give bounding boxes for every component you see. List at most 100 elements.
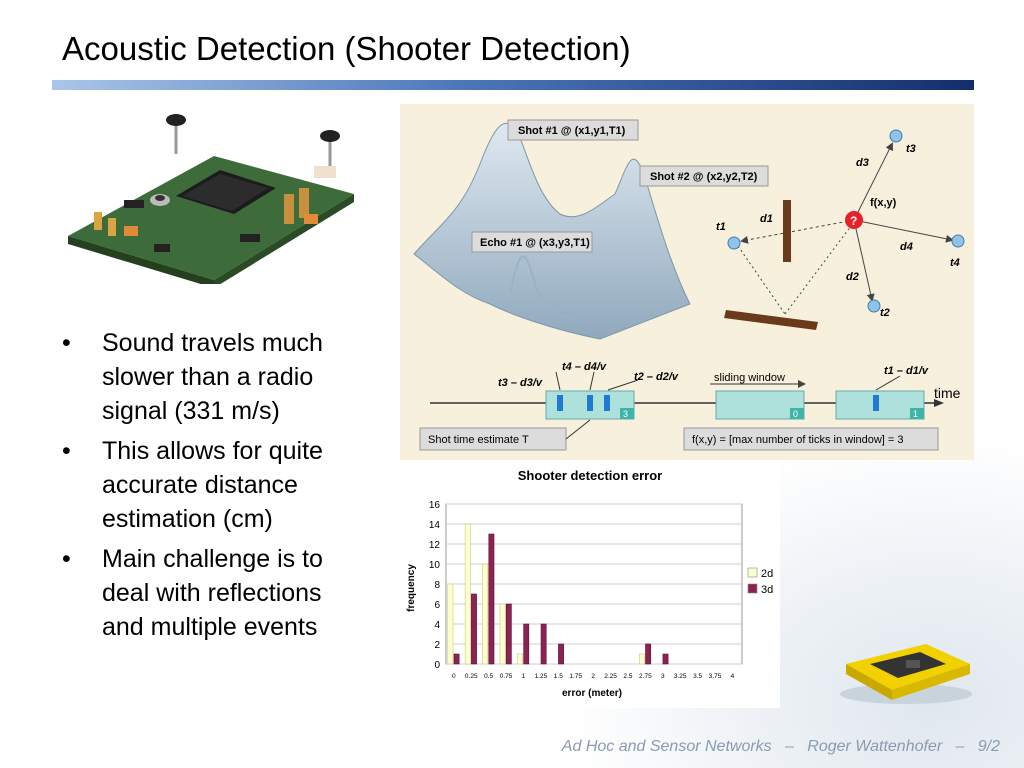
sensor-box-image [840,644,972,704]
bar-2d [499,603,506,665]
bar-3d [662,653,669,665]
svg-text:Echo #1 @ (x3,y3,T1): Echo #1 @ (x3,y3,T1) [480,237,590,249]
svg-text:Shot time estimate T: Shot time estimate T [428,434,529,446]
sensor-t1 [727,236,741,250]
y-tick-label: 8 [434,580,440,591]
bar-3d [488,533,495,665]
svg-text:?: ? [850,214,857,228]
slide-footer: Ad Hoc and Sensor Networks – Roger Watte… [440,738,1000,756]
svg-text:t1 – d1/v: t1 – d1/v [884,365,929,377]
bar-2d [447,583,454,665]
y-tick-label: 16 [429,500,441,511]
x-tick-label: 0.25 [465,673,478,680]
title-underline-bar [52,80,974,90]
svg-text:1: 1 [913,409,918,419]
bar-3d [471,593,477,665]
sensor-t4 [951,234,965,248]
wall-reflector [783,200,791,262]
x-tick-label: 0 [452,673,456,680]
bar-2d [482,563,489,665]
svg-text:Shot #2 @ (x2,y2,T2): Shot #2 @ (x2,y2,T2) [650,171,758,183]
footer-author: Roger Wattenhofer [807,738,943,755]
shooter-detection-error-chart: Shooter detection error frequency error … [400,462,780,708]
x-tick-label: 1.25 [535,673,548,680]
svg-text:0: 0 [793,409,798,419]
footer-separator: – [785,738,794,755]
formula-box [683,427,939,451]
legend-label: 3d [761,584,773,596]
window-3 [835,390,925,420]
svg-text:d1: d1 [760,213,773,225]
footer-separator: – [955,738,965,755]
x-tick-label: 2 [591,673,595,680]
x-tick-label: 4 [731,673,735,680]
x-axis-label: error (meter) [562,688,622,699]
svg-text:f(x,y): f(x,y) [870,197,897,209]
x-tick-label: 2.25 [604,673,617,680]
shot2-callout: Shot #2 @ (x2,y2,T2) [639,165,769,187]
x-tick-label: 3.5 [693,673,702,680]
svg-text:t2 – d2/v: t2 – d2/v [634,371,679,383]
bar-3d [453,653,460,665]
svg-text:d3: d3 [856,157,869,169]
x-tick-label: 3 [661,673,665,680]
svg-text:f(x,y) = [max number of ticks: f(x,y) = [max number of ticks in window]… [692,434,904,446]
x-tick-label: 1.5 [554,673,563,680]
bar-2d [638,653,645,665]
sensor-t3 [889,129,903,143]
y-tick-label: 14 [429,520,441,531]
x-tick-label: 0.75 [500,673,513,680]
slide-title: Acoustic Detection (Shooter Detection) [62,30,631,67]
bullet-item: This allows for quite accurate distance … [62,434,362,536]
svg-text:time: time [934,385,961,401]
sensor-board-image [68,114,354,284]
bullet-item: Main challenge is to deal with reflectio… [62,542,362,644]
svg-text:t2: t2 [880,307,890,319]
bullet-item: Sound travels much slower than a radio s… [62,326,362,428]
bar-2d [464,523,471,665]
svg-text:t4 – d4/v: t4 – d4/v [562,361,607,373]
bar-3d [505,603,512,665]
y-tick-label: 6 [434,600,440,611]
x-tick-label: 3.25 [674,673,687,680]
window-2 [715,390,805,420]
svg-text:Shot #1 @ (x1,y1,T1): Shot #1 @ (x1,y1,T1) [518,125,626,137]
y-tick-label: 12 [429,540,441,551]
footer-page-number: 9/2 [977,738,1000,755]
y-tick-label: 4 [434,620,440,631]
svg-text:t3 – d3/v: t3 – d3/v [498,377,543,389]
surface-plot [413,122,691,340]
x-tick-label: 2.75 [639,673,652,680]
legend-swatch [747,583,758,594]
bar-3d [523,623,530,665]
y-tick-label: 2 [434,640,440,651]
detection-diagram: Shot #1 @ (x1,y1,T1) Shot #2 @ (x2,y2,T2… [400,104,974,460]
y-tick-label: 0 [434,660,440,671]
x-tick-label: 2.5 [623,673,632,680]
x-tick-label: 1.75 [569,673,582,680]
x-tick-label: 0.5 [484,673,493,680]
legend-label: 2d [761,568,773,580]
y-axis-label: frequency [406,564,417,612]
y-tick-label: 10 [429,560,441,571]
shot1-callout: Shot #1 @ (x1,y1,T1) [507,119,639,141]
target-marker [845,211,863,229]
svg-text:t3: t3 [906,143,916,155]
svg-text:t4: t4 [950,257,960,269]
svg-text:d4: d4 [900,241,913,253]
svg-text:3: 3 [623,409,628,419]
ground-reflector [724,310,818,330]
x-tick-label: 1 [522,673,526,680]
bar-2d [517,653,523,665]
echo1-callout: Echo #1 @ (x3,y3,T1) [471,231,593,253]
svg-text:t1: t1 [716,221,726,233]
footer-course: Ad Hoc and Sensor Networks [561,738,772,755]
x-tick-label: 3.75 [709,673,722,680]
bullet-list: Sound travels much slower than a radio s… [62,326,362,650]
bar-3d [645,643,652,665]
bar-3d [558,643,564,665]
chart-title: Shooter detection error [518,468,662,483]
sensor-t2 [867,299,881,313]
svg-text:d2: d2 [846,271,859,283]
